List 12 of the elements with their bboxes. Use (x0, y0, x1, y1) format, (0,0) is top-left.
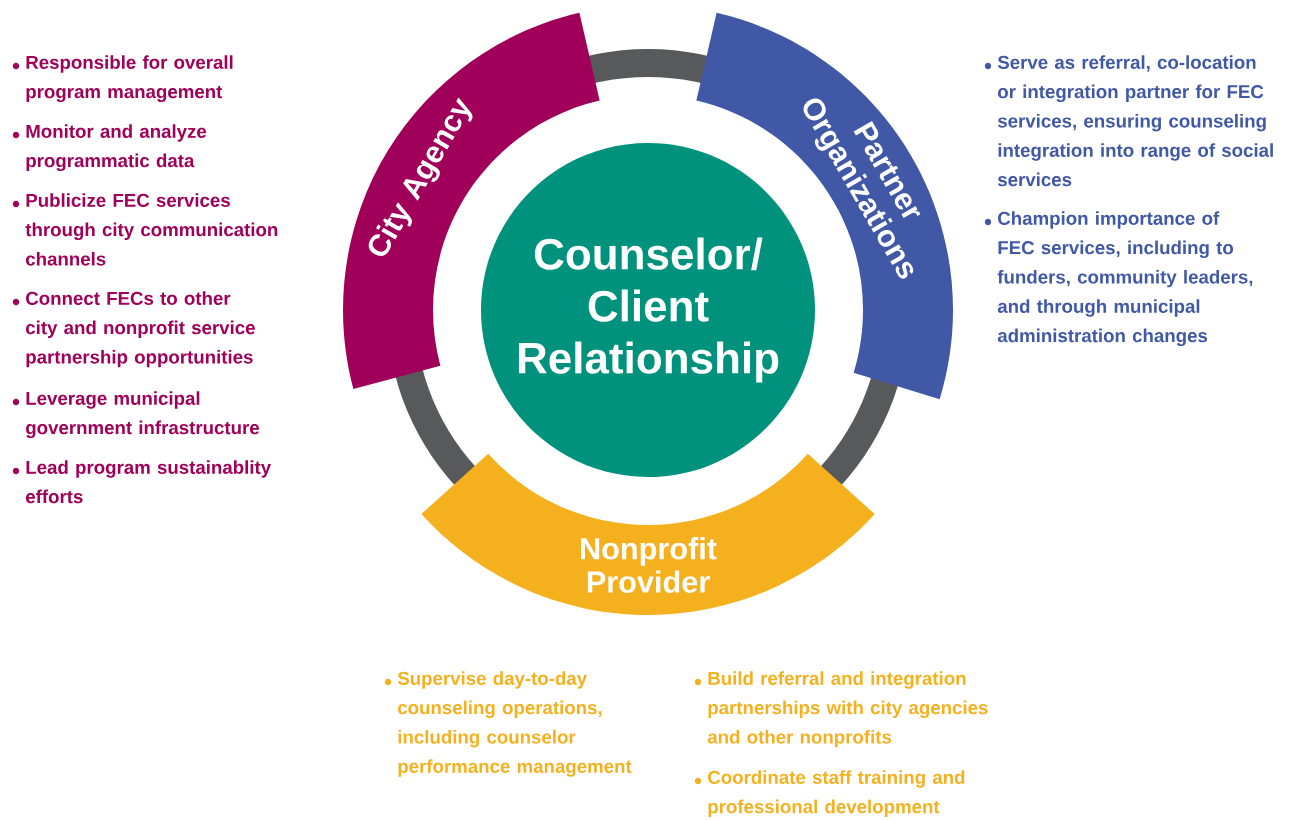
bullet-item: Serve as referral, co-location or integration partner for FEC services, ensuring counseling integration into range of social services (984, 55, 1273, 187)
bullet-item: Champion importance of FEC services, including to funders, community leaders, and through municipal administration changes (984, 211, 1253, 347)
bullet-item: Coordinate staff training and professional development (694, 770, 965, 817)
arc-band: Nonprofit Provider (421, 453, 875, 615)
bullet-item: Responsible for overall program management (12, 55, 233, 103)
bullet-item: Lead program sustainablity efforts (12, 460, 271, 504)
bullet-item: Leverage municipal government infrastructure (12, 391, 260, 439)
bullet-item: Connect FECs to other city and nonprofit service partnership opportunities (12, 291, 255, 368)
bullet-item: Build referral and integration partnerships with city agencies and other nonprofits (694, 671, 988, 748)
bullet-item: Supervise day-to-day counseling operations, including counselor performance management (384, 671, 632, 777)
bullet-item: Publicize FEC services through city communication channels (12, 193, 278, 266)
bullet-item: Monitor and analyze programmatic data (12, 124, 207, 172)
